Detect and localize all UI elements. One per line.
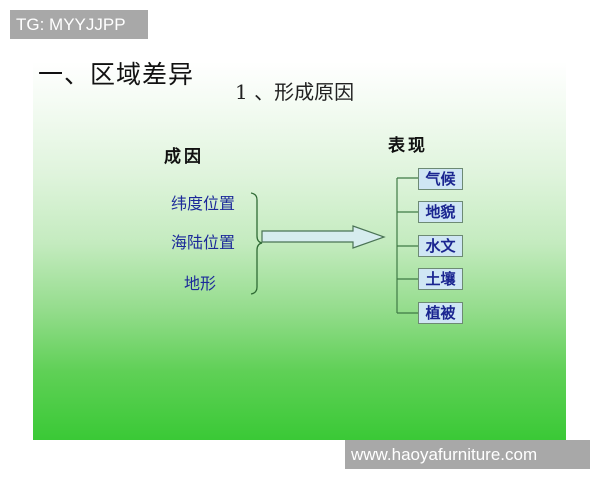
effect-box-hydrology: 水文 xyxy=(418,235,463,257)
slide-background xyxy=(33,62,566,440)
watermark-top: TG: MYYJJPP xyxy=(10,10,148,39)
slide-subtitle: 1 、形成原因 xyxy=(235,80,355,104)
causes-header: 成因 xyxy=(164,147,204,167)
effects-header: 表现 xyxy=(388,136,428,156)
effect-box-vegetation: 植被 xyxy=(418,302,463,324)
cause-latitude: 纬度位置 xyxy=(171,194,236,213)
arrow-right-icon xyxy=(261,225,386,249)
watermark-bottom: www.haoyafurniture.com xyxy=(345,440,590,469)
slide-title: 一、区域差异 xyxy=(38,60,195,89)
cause-terrain: 地形 xyxy=(184,274,217,293)
brace-icon xyxy=(250,192,263,295)
effect-box-landform: 地貌 xyxy=(418,201,463,223)
cause-land-sea: 海陆位置 xyxy=(171,233,236,252)
effect-box-soil: 土壤 xyxy=(418,268,463,290)
effect-box-climate: 气候 xyxy=(418,168,463,190)
